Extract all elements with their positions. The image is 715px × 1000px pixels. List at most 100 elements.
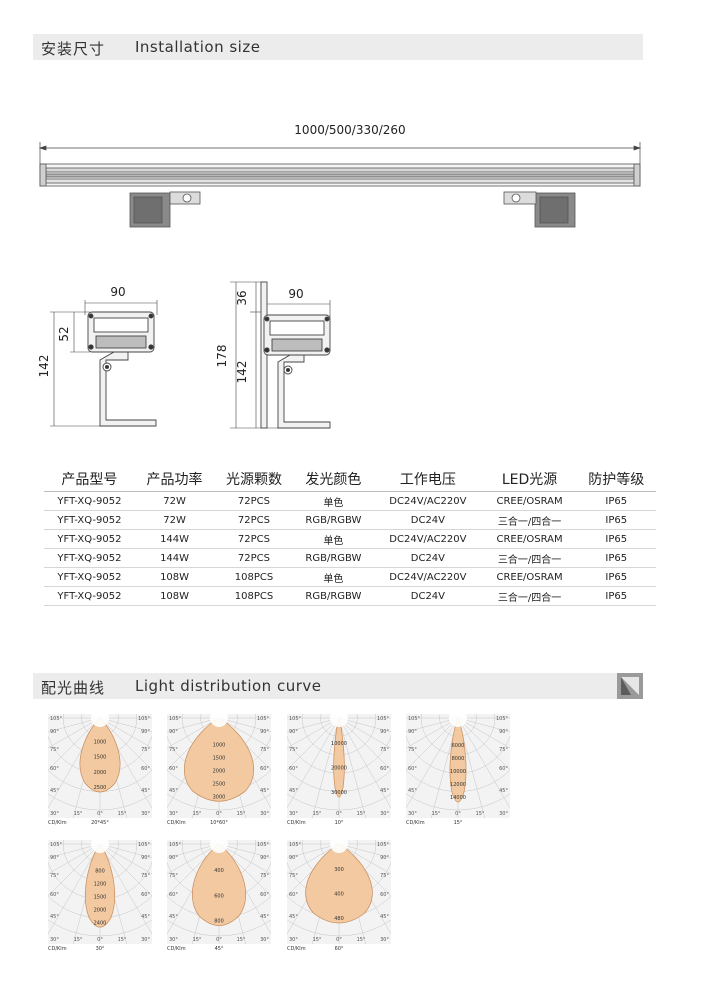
angle-label-right: 75° (499, 747, 508, 753)
intensity-value-label: 600 (214, 893, 224, 899)
angle-label-left: 90° (50, 729, 59, 735)
table-cell: 72PCS (214, 491, 294, 511)
angle-label-right: 105° (377, 842, 390, 848)
angle-label-right: 105° (138, 716, 151, 722)
polar-grid-spoke (287, 717, 340, 749)
angle-label-left: 30° (50, 937, 59, 943)
beam-lobe (333, 716, 345, 798)
mounting-bracket-left (129, 191, 201, 228)
header-model: 产品型号 (61, 472, 118, 488)
polar-grid-spoke (406, 717, 459, 809)
intensity-value-label: 2000 (94, 770, 107, 776)
angle-label-right: 105° (496, 716, 509, 722)
source-glow (330, 840, 348, 853)
polar-chart-1: 105°105°90°90°75°75°60°60°45°45°30°30°15… (48, 714, 152, 826)
table-cell: IP65 (576, 548, 656, 568)
angle-label-bottom: 15° (476, 811, 485, 817)
angle-label-left: 30° (169, 937, 178, 943)
angle-label-right: 30° (260, 811, 269, 817)
angle-label-left: 105° (169, 716, 182, 722)
beam-lobe (85, 843, 115, 928)
unit-label: CD/Klm (167, 820, 186, 826)
angle-label-left: 75° (289, 747, 298, 753)
angle-label-bottom: 0° (97, 811, 103, 817)
right-width-label: 90 (288, 287, 303, 301)
table-cell: 三合一/四合一 (482, 510, 577, 530)
polar-grid-spoke (48, 843, 101, 875)
angle-label-right: 45° (380, 788, 389, 794)
table-cell: 72PCS (214, 529, 294, 549)
table-cell: 108PCS (214, 586, 294, 606)
intensity-value-label: 400 (214, 868, 224, 874)
intensity-value-label: 480 (334, 916, 344, 922)
polar-grid-spoke (457, 717, 510, 749)
angle-label-right: 45° (260, 914, 269, 920)
source-glow (210, 714, 228, 727)
angle-label-left: 60° (289, 766, 298, 772)
angle-label-left: 105° (408, 716, 421, 722)
angle-label-right: 90° (380, 729, 389, 735)
angle-label-left: 45° (50, 788, 59, 794)
table-cell: 72PCS (214, 548, 294, 568)
light-distribution-header: 配光曲线 Light distribution curve (33, 673, 643, 699)
header-voltage: 工作电压 (399, 472, 456, 488)
beam-angle-label: 15° (454, 820, 463, 826)
mounting-bracket-right (503, 191, 576, 228)
angle-label-right: 75° (260, 873, 269, 879)
angle-label-right: 90° (260, 729, 269, 735)
angle-label-bottom: 15° (313, 811, 322, 817)
intensity-value-label: 1500 (94, 755, 107, 761)
angle-label-bottom: 15° (118, 811, 127, 817)
polar-grid-spoke (48, 843, 101, 859)
angle-label-right: 60° (141, 892, 150, 898)
polar-grid-spoke (287, 717, 340, 809)
intensity-value-label: 400 (334, 892, 344, 898)
angle-label-left: 90° (289, 729, 298, 735)
length-dimension (38, 142, 642, 164)
angle-label-right: 30° (380, 937, 389, 943)
angle-label-left: 75° (408, 747, 417, 753)
polar-grid-spoke (99, 843, 152, 897)
polar-grid-spoke (167, 843, 220, 875)
spec-table-header: 产品型号 产品功率 光源颗数 发光颜色 工作电压 LED光源 防护等级 (44, 467, 656, 492)
intensity-value-label: 2000 (94, 907, 107, 913)
source-glow (91, 714, 109, 727)
intensity-value-label: 800 (214, 919, 224, 925)
polar-chart-2: 105°105°90°90°75°75°60°60°45°45°30°30°15… (167, 714, 271, 826)
angle-label-right: 30° (141, 811, 150, 817)
angle-label-right: 105° (377, 716, 390, 722)
table-cell: 108W (134, 586, 215, 606)
table-cell: YFT-XQ-9052 (44, 586, 135, 606)
table-cell: 单色 (293, 529, 374, 549)
angle-label-left: 45° (50, 914, 59, 920)
beam-lobe (79, 717, 121, 793)
angle-label-left: 75° (169, 873, 178, 879)
beam-lobe (305, 843, 373, 924)
table-cell: IP65 (576, 586, 656, 606)
angle-label-right: 75° (380, 873, 389, 879)
beam-lobe (183, 717, 255, 802)
table-cell: 144W (134, 548, 215, 568)
angle-label-left: 45° (289, 788, 298, 794)
polar-grid-spoke (406, 717, 459, 733)
table-cell: CREE/OSRAM (482, 491, 577, 511)
angle-label-left: 45° (169, 914, 178, 920)
angle-label-left: 45° (408, 788, 417, 794)
angle-label-bottom: 15° (313, 937, 322, 943)
intensity-value-label: 3000 (213, 794, 226, 800)
polar-chart-svg: 105°105°90°90°75°75°60°60°45°45°30°30°15… (406, 714, 510, 818)
table-cell: 72W (134, 510, 215, 530)
table-cell: CREE/OSRAM (482, 529, 577, 549)
unit-label: CD/Klm (48, 820, 67, 826)
angle-label-left: 75° (289, 873, 298, 879)
table-cell: IP65 (576, 567, 656, 587)
intensity-value-label: 8000 (452, 756, 465, 762)
angle-label-left: 30° (289, 811, 298, 817)
table-cell: YFT-XQ-9052 (44, 567, 135, 587)
polar-grid-spoke (48, 843, 101, 935)
installation-title-cn: 安装尺寸 (41, 40, 106, 58)
